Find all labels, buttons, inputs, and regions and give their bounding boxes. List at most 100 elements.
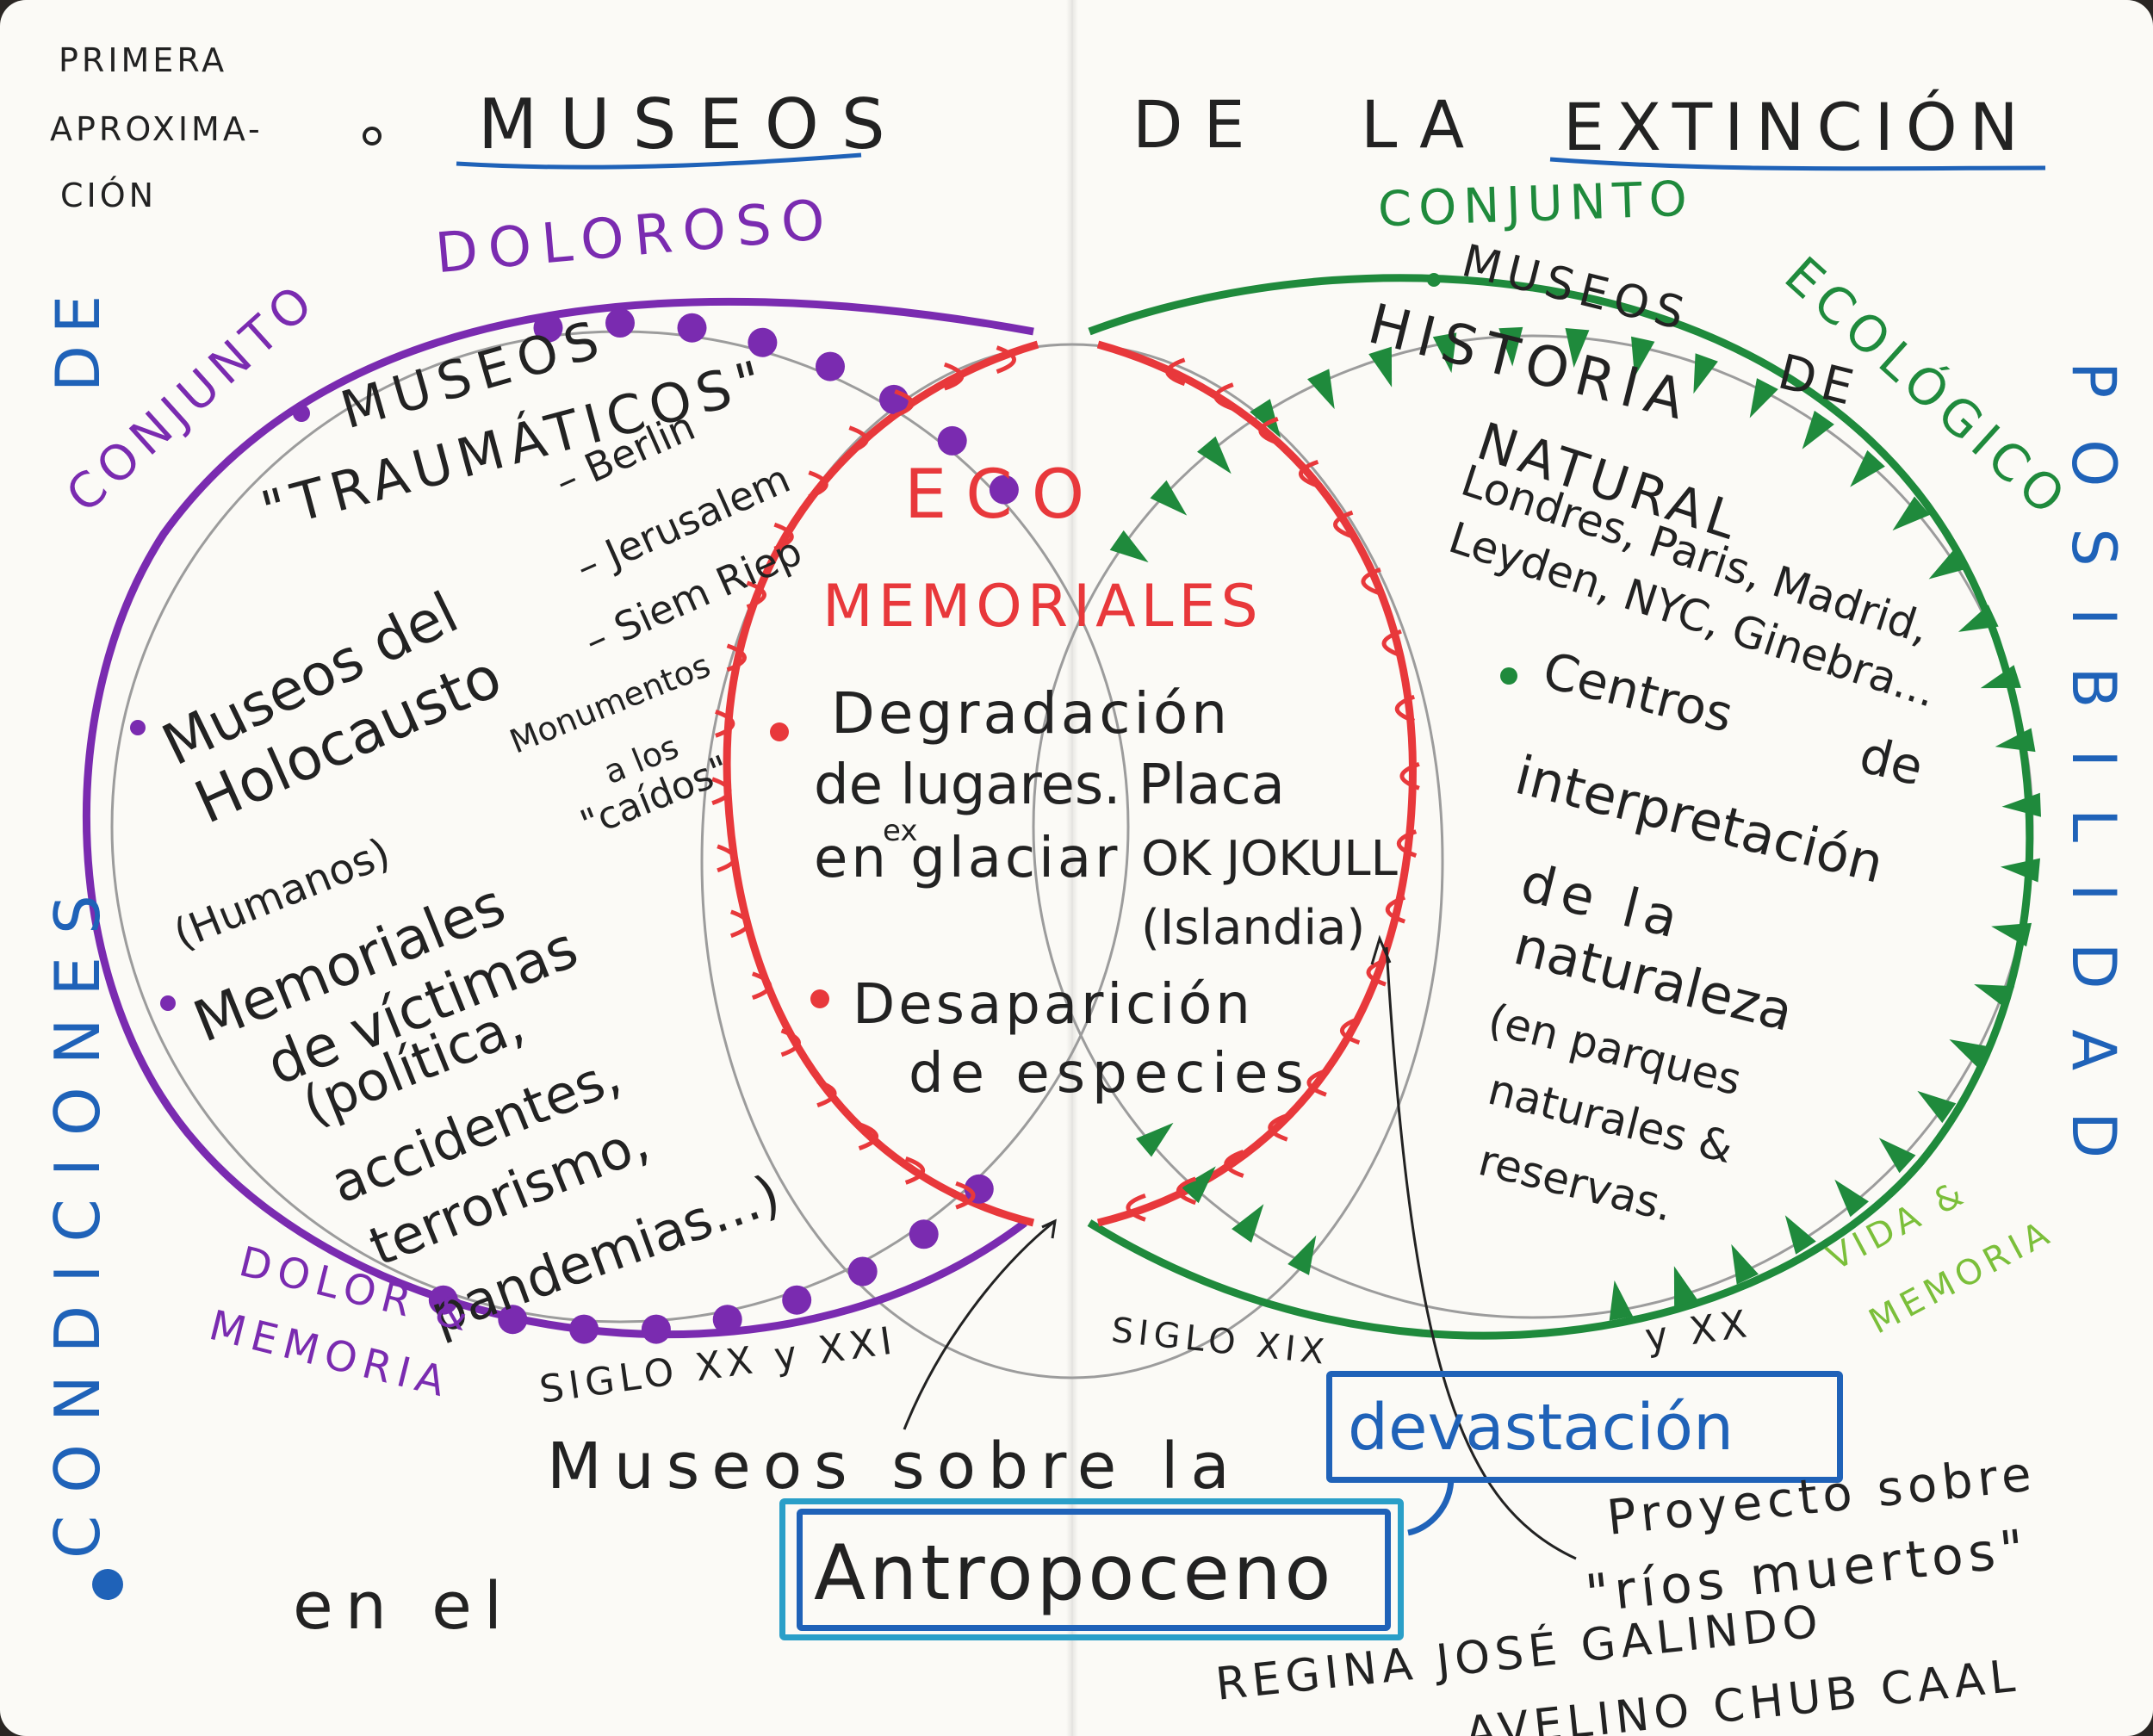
purple-dot <box>677 313 707 343</box>
red-scallop <box>1397 829 1418 858</box>
bottom-en-el: en el <box>293 1567 514 1644</box>
green-tooth <box>1609 1280 1634 1321</box>
center-de-especies: de especies <box>909 1042 1311 1106</box>
title-de: DE <box>1132 86 1266 163</box>
red-scallop <box>1381 629 1402 658</box>
green-tooth <box>1287 1235 1317 1275</box>
center-okjokull: OK JOKULL <box>1141 831 1398 887</box>
center-title-eco: ECO <box>904 456 1104 534</box>
arrow-to-intersection <box>903 1219 1056 1430</box>
red-scallop <box>1126 1194 1146 1222</box>
red-scallop <box>1333 510 1354 539</box>
red-scallop <box>726 643 747 673</box>
red-scallop <box>955 1181 976 1210</box>
red-scallop <box>1394 694 1416 723</box>
green-tooth <box>1980 665 2021 689</box>
green-tooth <box>1150 480 1188 516</box>
green-tooth <box>1784 1215 1816 1255</box>
center-de-lugares: de lugares. Placa <box>814 753 1285 817</box>
title-underline-extincion <box>1549 157 2046 171</box>
red-scallop <box>848 425 869 455</box>
red-scallop <box>996 345 1016 374</box>
red-scallop <box>816 1079 837 1108</box>
bottom-museos-sobre-la: Museos sobre la <box>547 1429 1242 1504</box>
green-tooth <box>1995 728 2036 753</box>
purple-dot <box>605 308 635 338</box>
arrow-to-okjokull <box>1385 946 1577 1560</box>
title-extincion: EXTINCIÓN <box>1563 89 2031 165</box>
condiciones-bullet <box>92 1569 123 1600</box>
center-degradacion: Degradación <box>831 680 1232 747</box>
notebook-fold <box>1066 0 1078 1736</box>
right-set-title-conjunto: CONJUNTO <box>1376 170 1695 239</box>
red-scallop <box>1165 357 1186 387</box>
purple-dot <box>847 1256 878 1286</box>
red-scallop <box>1385 895 1406 924</box>
green-tooth <box>1949 1039 1989 1069</box>
memoriales-bullet <box>160 995 176 1011</box>
side-label-de: DE <box>43 282 114 392</box>
red-scallop <box>729 909 751 939</box>
green-tooth <box>1250 399 1281 438</box>
primera-line-3: CIÓN <box>60 177 158 214</box>
purple-dot <box>498 1305 528 1335</box>
centros-bullet <box>1500 667 1517 685</box>
red-scallop <box>751 971 772 1001</box>
green-tooth <box>1498 326 1523 367</box>
red-scallop <box>943 362 965 391</box>
red-scallop <box>1299 459 1319 488</box>
green-tooth <box>1197 436 1232 474</box>
purple-dot <box>533 313 563 343</box>
purple-dot <box>641 1314 671 1344</box>
red-scallop <box>715 710 735 738</box>
title-la: LA <box>1361 86 1486 163</box>
antropoceno-box-outer <box>779 1498 1404 1640</box>
green-tooth <box>1109 530 1149 563</box>
red-scallop <box>717 844 737 873</box>
devastacion-box <box>1326 1371 1843 1483</box>
red-scallop <box>746 580 766 610</box>
green-tooth <box>1958 604 1999 632</box>
center-right-outline <box>1096 340 1417 1227</box>
green-tooth <box>1834 1179 1869 1218</box>
red-scallop <box>858 1122 878 1150</box>
red-scallop <box>1268 1113 1288 1142</box>
purple-dot <box>782 1285 812 1315</box>
title-underline-museos <box>456 152 862 170</box>
red-scallop <box>773 522 794 551</box>
green-tooth <box>1136 1122 1174 1157</box>
red-scallop <box>1361 567 1381 596</box>
center-set-scallops <box>711 345 1420 1222</box>
antropoceno-box-inner <box>797 1509 1391 1631</box>
green-tooth <box>2001 792 2041 817</box>
red-scallop <box>904 1156 925 1185</box>
green-tooth <box>1181 1166 1216 1204</box>
center-title-memoriales: MEMORIALES <box>822 573 1263 641</box>
red-scallop <box>1224 1150 1244 1178</box>
bottom-antropoceno: Antropoceno <box>814 1528 1335 1617</box>
green-tooth <box>1802 410 1834 450</box>
green-tooth <box>1974 984 2015 1009</box>
red-scallop <box>1213 382 1234 411</box>
primera-line-2: APROXIMA- <box>50 110 264 148</box>
green-tooth <box>1917 1090 1957 1124</box>
primera-bullet <box>363 127 382 146</box>
red-scallop <box>711 777 732 806</box>
green-tooth <box>1878 1138 1916 1174</box>
connector-devastacion-antropoceno <box>1407 1476 1455 1536</box>
green-tooth <box>1432 332 1457 374</box>
red-scallop <box>1366 958 1387 987</box>
green-tooth <box>1673 1266 1697 1307</box>
arrow-head-okjokull <box>1370 934 1392 965</box>
center-pencil-circle <box>700 343 1444 1380</box>
red-scallop <box>1306 1068 1327 1097</box>
green-tooth <box>1850 450 1885 487</box>
purple-dot <box>748 327 778 357</box>
purple-dot <box>909 1219 939 1249</box>
left-set-outline <box>82 297 1034 1339</box>
left-set-dots <box>428 308 1019 1344</box>
right-set-teeth <box>1109 326 2041 1321</box>
green-tooth <box>1928 548 1969 580</box>
center-islandia: (Islandia) <box>1141 900 1366 956</box>
red-scallop <box>1399 761 1420 790</box>
